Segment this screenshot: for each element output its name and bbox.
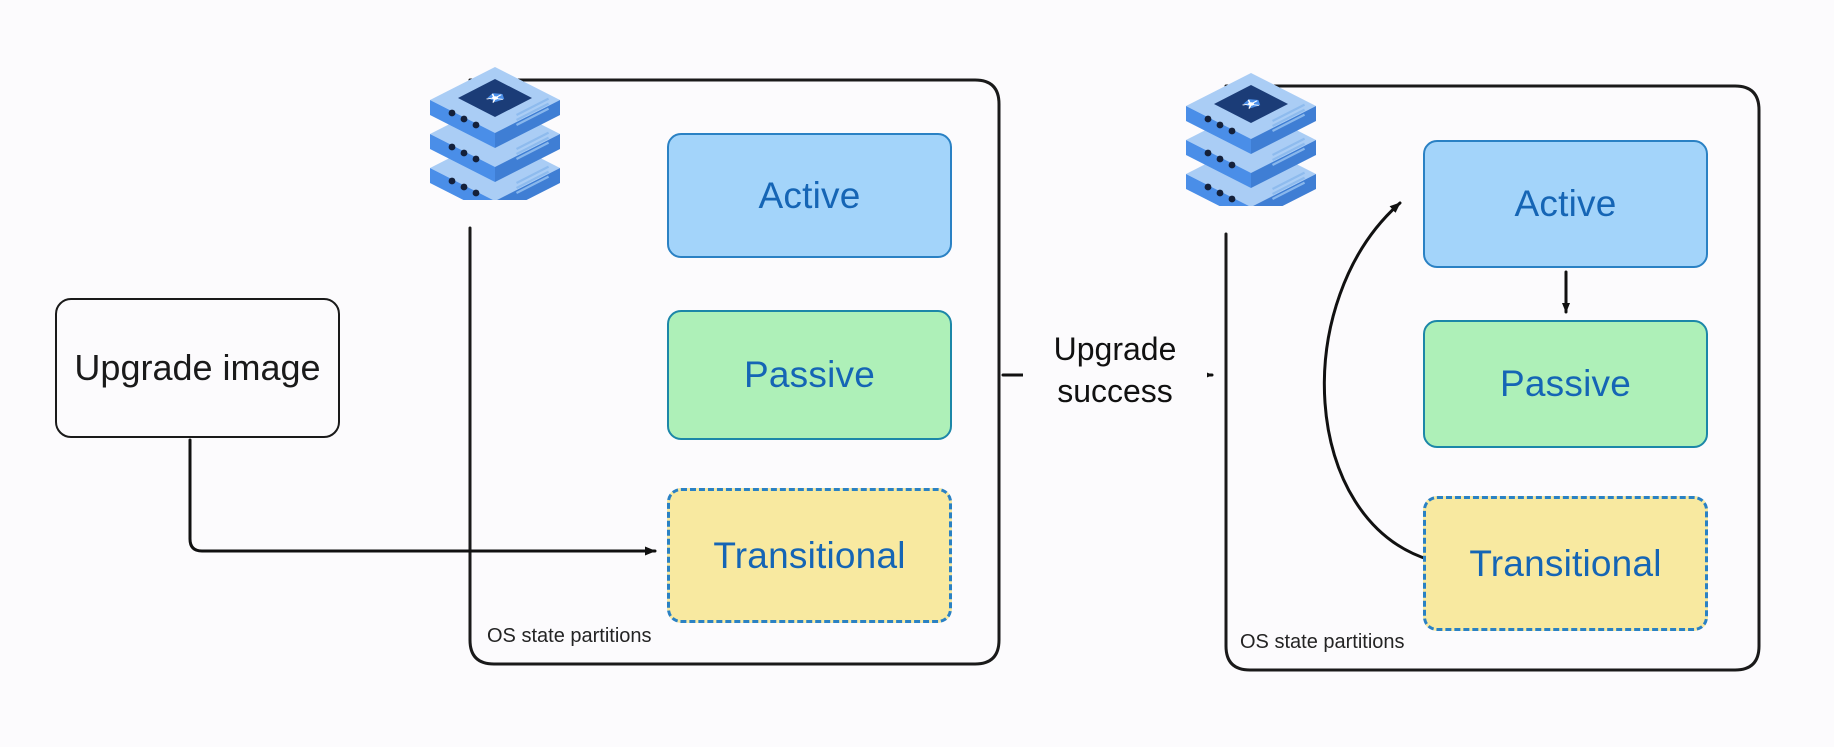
state-label-active-before: Active	[758, 174, 861, 216]
upgrade-image-label: Upgrade image	[74, 347, 321, 388]
upgrade-image-node[interactable]: Upgrade image	[55, 298, 340, 438]
state-box-passive-before[interactable]: Passive	[667, 310, 952, 440]
state-label-passive-after: Passive	[1500, 363, 1631, 404]
state-box-active-before[interactable]: Active	[667, 133, 952, 258]
state-box-transitional-before[interactable]: Transitional	[667, 488, 952, 623]
state-label-transitional-after: Transitional	[1469, 542, 1662, 584]
state-label-passive-before: Passive	[744, 354, 875, 395]
state-box-transitional-after[interactable]: Transitional	[1423, 496, 1708, 631]
kubernetes-server-stack-icon-before	[430, 67, 560, 200]
group-label-before: OS state partitions	[487, 625, 652, 647]
upgrade-success-label: Upgrade success	[1023, 328, 1207, 413]
state-box-passive-after[interactable]: Passive	[1423, 320, 1708, 448]
kubernetes-server-stack-icon-after	[1186, 73, 1316, 206]
group-label-after: OS state partitions	[1240, 631, 1405, 653]
state-label-transitional-before: Transitional	[713, 534, 906, 576]
state-box-active-after[interactable]: Active	[1423, 140, 1708, 268]
state-label-active-after: Active	[1514, 183, 1617, 224]
